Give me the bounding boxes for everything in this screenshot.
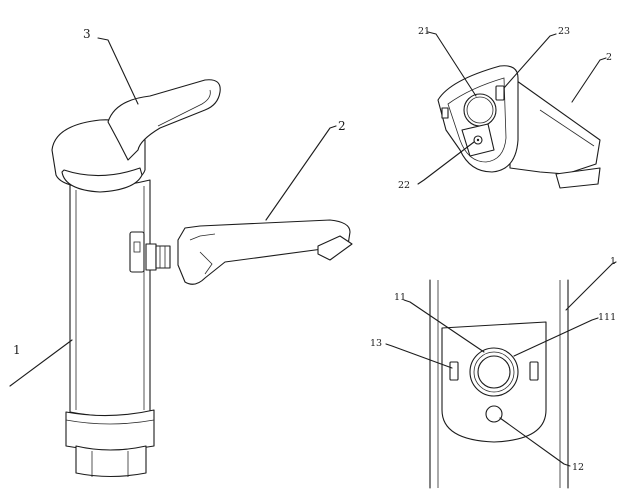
label-main-2: 2 xyxy=(338,119,346,133)
leader-line-12 xyxy=(499,417,571,467)
side-slot-left xyxy=(449,361,459,381)
main-assembly: 3 2 1 xyxy=(9,27,353,478)
label-main-3: 3 xyxy=(83,27,91,41)
label-body-13: 13 xyxy=(370,338,382,349)
leader-line-11 xyxy=(403,299,485,353)
leader-line-23 xyxy=(503,33,557,89)
leader-line-111 xyxy=(513,317,599,357)
label-body-12: 12 xyxy=(572,462,584,473)
connector-fitting xyxy=(145,243,171,271)
side-slot-right xyxy=(529,361,539,381)
leader-line-3 xyxy=(97,37,139,105)
label-body-111: 111 xyxy=(598,312,616,323)
leader-line-2 xyxy=(265,125,337,221)
label-spout-23: 23 xyxy=(558,26,570,37)
label-main-1: 1 xyxy=(13,343,21,357)
body-detail: 1 11 111 13 12 xyxy=(370,256,617,489)
spout-detail: 21 23 2 22 xyxy=(398,26,612,191)
leader-line-21 xyxy=(427,31,477,97)
label-spout-22: 22 xyxy=(398,180,410,191)
label-body-11: 11 xyxy=(394,292,406,303)
leader-line-13 xyxy=(385,343,453,369)
spout-main xyxy=(177,219,353,285)
leader-line-1 xyxy=(9,339,73,387)
label-spout-21: 21 xyxy=(418,26,430,37)
label-body-1: 1 xyxy=(610,256,616,267)
leader-line-body-1 xyxy=(565,261,617,311)
small-hole xyxy=(485,405,503,423)
leader-line-spout-2 xyxy=(571,57,607,103)
leader-line-22 xyxy=(417,141,475,185)
faucet-body xyxy=(65,179,155,478)
label-spout-2: 2 xyxy=(606,52,612,63)
